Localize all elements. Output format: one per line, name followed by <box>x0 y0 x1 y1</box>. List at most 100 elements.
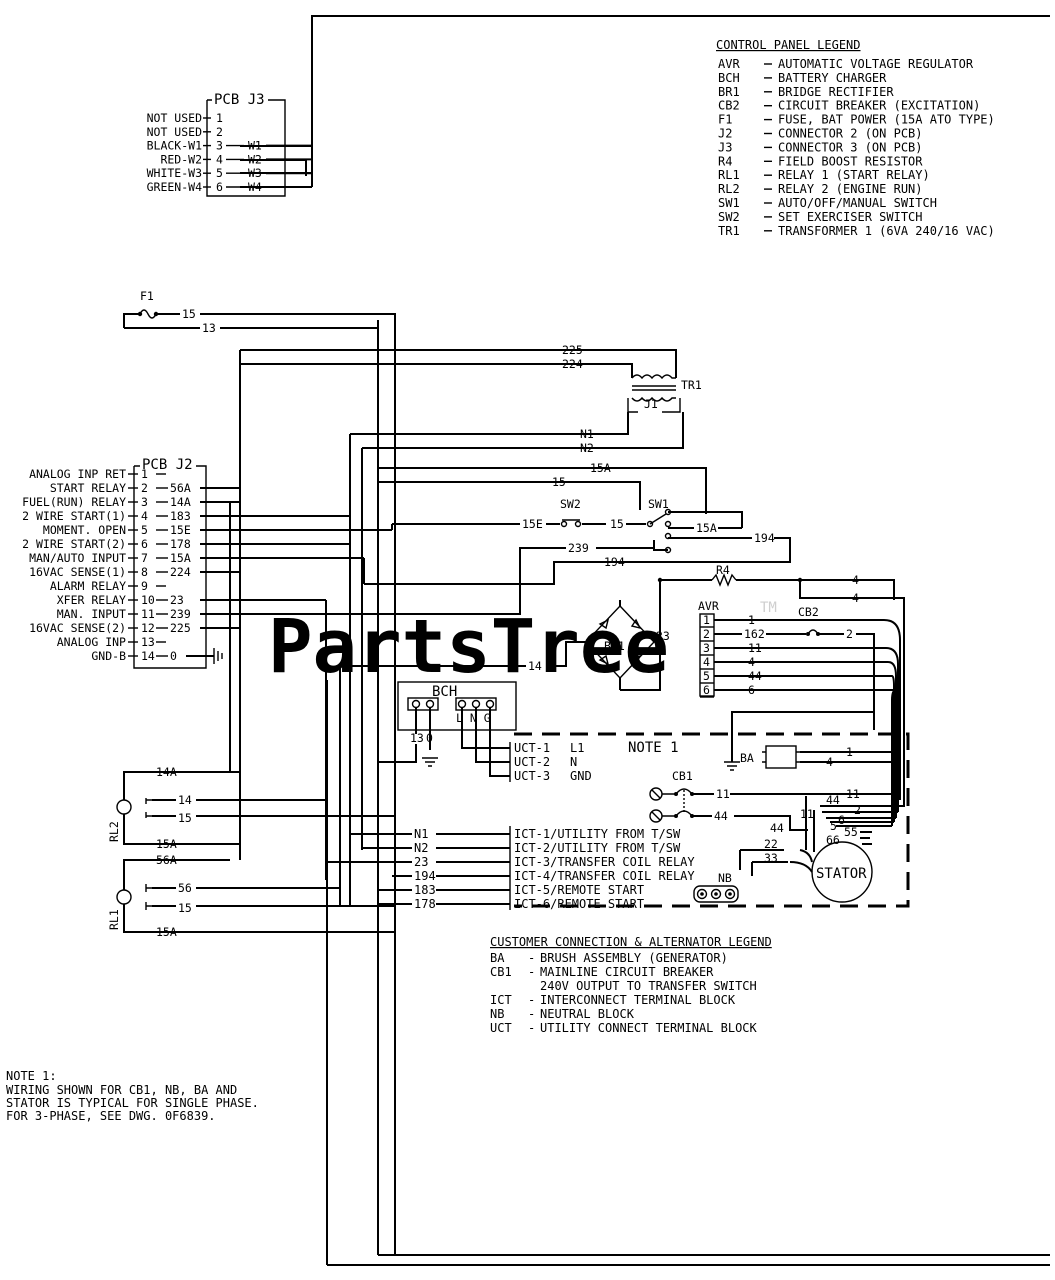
legend-code: CB2 <box>718 99 740 113</box>
ict-row-label: ICT-3/TRANSFER COIL RELAY <box>514 855 695 869</box>
cust-legend-code: NB <box>490 1007 504 1021</box>
bch-label: BCH <box>432 684 457 700</box>
j2-pin-number: 8 <box>141 565 148 579</box>
cust-legend-code: UCT <box>490 1021 512 1035</box>
cust-legend-desc: MAINLINE CIRCUIT BREAKER <box>540 965 714 979</box>
ba-wire-4: 4 <box>826 755 833 769</box>
cust-legend-code: BA <box>490 951 505 965</box>
rl2-wire-14a: 14A <box>156 765 177 779</box>
legend-code: J2 <box>718 127 732 141</box>
cb1-wire-11: 11 <box>716 787 730 801</box>
legend-code: TR1 <box>718 224 740 238</box>
nb-label: NB <box>718 871 732 885</box>
legend-code: BR1 <box>718 85 740 99</box>
stator-wire-44: 44 <box>826 793 840 807</box>
legend-desc: FUSE, BAT POWER (15A ATO TYPE) <box>778 113 995 127</box>
ict-wire-label: 183 <box>414 883 436 897</box>
ict-row-label: ICT-2/UTILITY FROM T/SW <box>514 841 681 855</box>
j2-pin-number: 6 <box>141 537 148 551</box>
switches: 15A 15 SW2 SW1 15E 15 15A 194 239 194 <box>240 461 791 615</box>
uct-term: N <box>570 755 577 769</box>
panel-border-outer <box>311 15 1050 1266</box>
wire-23-label: 23 <box>656 629 670 643</box>
avr-wire-6: 6 <box>748 683 755 697</box>
j2-pin-wire: 239 <box>170 607 191 621</box>
legend-code: RL2 <box>718 182 740 196</box>
ict-wire-label: N1 <box>414 827 428 841</box>
wire-194-label: 194 <box>754 531 775 545</box>
j2-pin-label: MOMENT. OPEN <box>43 523 126 537</box>
stator-wire-6: 6 <box>838 813 845 827</box>
stator-wire-55: 55 <box>844 825 858 839</box>
legend-code: R4 <box>718 154 732 168</box>
legend-code: F1 <box>718 113 732 127</box>
wire-15a-sw1-label: 15A <box>696 521 717 535</box>
j2-pin-label: ANALOG INP <box>57 635 126 649</box>
j3-pin-number: 5 <box>216 166 223 180</box>
cb2-label: CB2 <box>798 605 819 619</box>
legend-desc: AUTOMATIC VOLTAGE REGULATOR <box>778 57 974 71</box>
j2-pin-label: 16VAC SENSE(1) <box>29 565 126 579</box>
stator-wire-66: 66 <box>826 833 840 847</box>
cust-legend-desc: INTERCONNECT TERMINAL BLOCK <box>540 993 736 1007</box>
avr-terminal-number: 1 <box>703 613 710 627</box>
rl1-relay: RL1 56A 15A 56 15 <box>107 853 395 939</box>
stator-wire-5: 5 <box>830 819 837 833</box>
rl2-label: RL2 <box>107 821 121 842</box>
j2-pin-label: XFER RELAY <box>57 593 126 607</box>
wire-15-label: 15 <box>182 307 196 321</box>
avr-wire-11: 11 <box>748 641 762 655</box>
j3-pin-label: NOT USED <box>147 111 202 125</box>
wire-224-label: 224 <box>562 357 583 371</box>
j2-pin-label: MAN/AUTO INPUT <box>29 551 126 565</box>
stator-wire-11: 11 <box>846 787 860 801</box>
ba-label: BA <box>740 751 754 765</box>
wire-4a-label: 4 <box>852 573 859 587</box>
f1-fuse: F1 15 13 <box>123 289 396 1255</box>
j2-pin-wire: 23 <box>170 593 184 607</box>
ict-wire-label: N2 <box>414 841 428 855</box>
rl1-wire-56: 56 <box>178 881 192 895</box>
uct-code: UCT-1 <box>514 741 550 755</box>
customer-legend-title: CUSTOMER CONNECTION & ALTERNATOR LEGEND <box>490 935 772 949</box>
rl2-wire-14: 14 <box>178 793 192 807</box>
wire-15-sw-label: 15 <box>552 475 566 489</box>
j3-pin-label: WHITE-W3 <box>147 166 202 180</box>
j2-pin-label: 16VAC SENSE(2) <box>29 621 126 635</box>
pcb-j2-title: PCB J2 <box>142 457 193 473</box>
j2-pin-label: START RELAY <box>50 481 126 495</box>
legend-desc: CONNECTOR 3 (ON PCB) <box>778 140 923 154</box>
note-line: STATOR IS TYPICAL FOR SINGLE PHASE. <box>6 1096 259 1110</box>
j2-pin-number: 3 <box>141 495 148 509</box>
rl1-wire-56a: 56A <box>156 853 177 867</box>
avr-wire-4: 4 <box>748 655 755 669</box>
j2-pin-wire: 183 <box>170 509 191 523</box>
control-legend-title: CONTROL PANEL LEGEND <box>716 38 861 52</box>
cb1-wire-44: 44 <box>714 809 728 823</box>
cust-legend-sep: - <box>528 993 535 1007</box>
uct-code: UCT-3 <box>514 769 550 783</box>
j2-pin-number: 7 <box>141 551 148 565</box>
legend-code: J3 <box>718 140 732 154</box>
bus-lines <box>229 488 365 906</box>
br1-label: BR1 <box>604 639 625 653</box>
j3-pin-label: RED-W2 <box>160 152 202 166</box>
tr1-label: TR1 <box>681 378 702 392</box>
ba-brush-assembly: BA 1 4 <box>724 711 900 771</box>
legend-desc: TRANSFORMER 1 (6VA 240/16 VAC) <box>778 224 995 238</box>
j2-pin-wire: 14A <box>170 495 191 509</box>
wire-4b-label: 4 <box>852 591 859 605</box>
legend-desc: RELAY 1 (START RELAY) <box>778 168 930 182</box>
ict-row-label: ICT-4/TRANSFER COIL RELAY <box>514 869 695 883</box>
j3-pin-number: 4 <box>216 152 223 166</box>
watermark: PartsTree <box>268 604 669 690</box>
j2-pin-number: 10 <box>141 593 155 607</box>
j2-pin-wire: 178 <box>170 537 191 551</box>
wire-15a-label: 15A <box>590 461 611 475</box>
legend-desc: FIELD BOOST RESISTOR <box>778 154 923 168</box>
cust-legend-desc: 240V OUTPUT TO TRANSFER SWITCH <box>540 979 757 993</box>
wire-15e-label: 15E <box>522 517 543 531</box>
